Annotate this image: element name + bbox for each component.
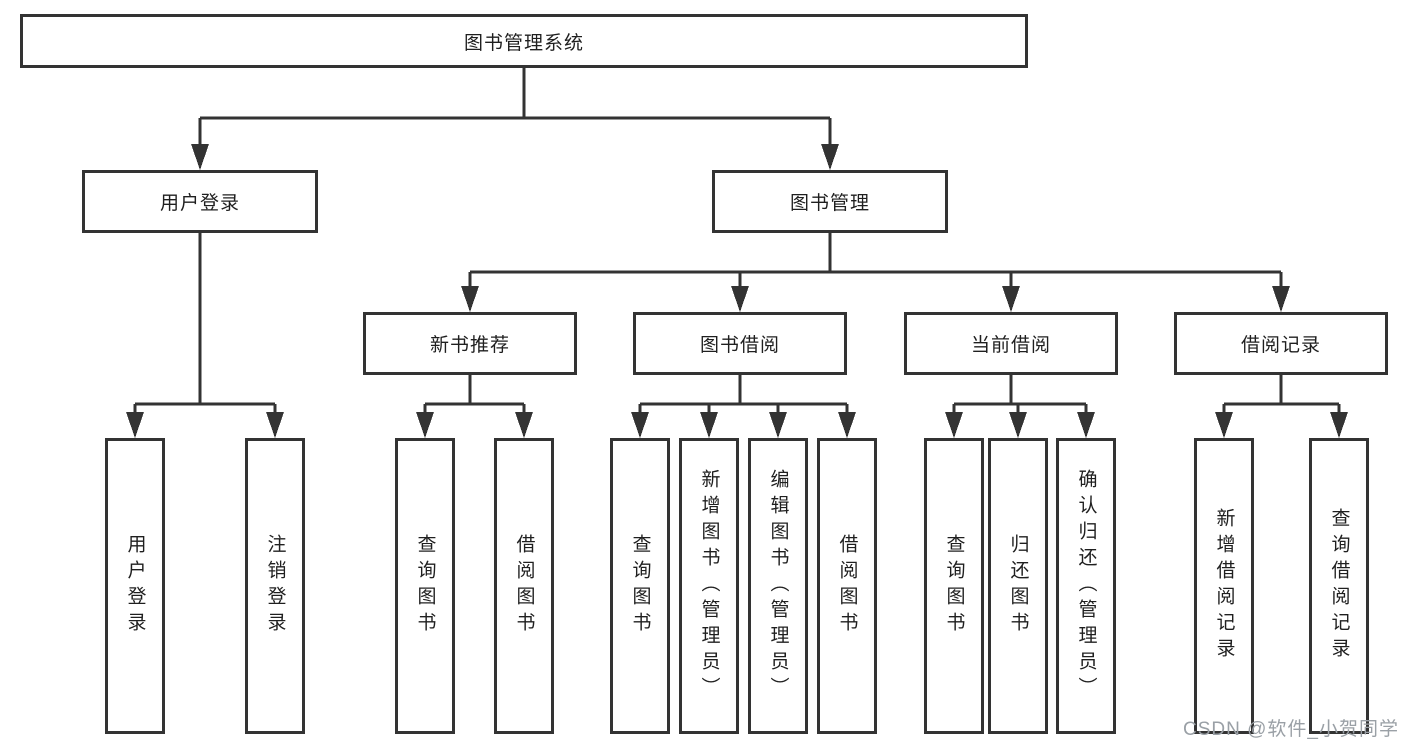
connector-book-mgmt-to-level3	[461, 233, 1290, 312]
leaf-label: 确认归还（管理员）	[1075, 469, 1097, 703]
node-label: 用户登录	[159, 193, 240, 214]
connector-new-book-group	[416, 375, 533, 438]
leaf-nb-borrow-books: 借阅图书	[494, 438, 554, 734]
connector-current-borrow-group	[945, 375, 1095, 438]
leaf-user-login: 用户登录	[105, 438, 165, 734]
arrow-down-icon	[191, 144, 209, 170]
arrow-down-icon	[1009, 412, 1027, 438]
node-label: 图书借阅	[699, 335, 780, 356]
node-book-management: 图书管理	[712, 170, 948, 233]
arrow-down-icon	[631, 412, 649, 438]
leaf-cb-query-books: 查询图书	[924, 438, 984, 734]
node-user-login: 用户登录	[82, 170, 318, 233]
arrow-down-icon	[126, 412, 144, 438]
leaf-label: 查询图书	[414, 534, 436, 638]
connector-borrow-records-group	[1215, 375, 1348, 438]
leaf-nb-query-books: 查询图书	[395, 438, 455, 734]
node-label: 新书推荐	[429, 335, 510, 356]
node-book-borrow: 图书借阅	[633, 312, 847, 375]
leaf-label: 归还图书	[1007, 534, 1029, 638]
leaf-cb-confirm-return-admin: 确认归还（管理员）	[1056, 438, 1116, 734]
node-root-system: 图书管理系统	[20, 14, 1028, 68]
node-current-borrow: 当前借阅	[904, 312, 1118, 375]
leaf-label: 借阅图书	[513, 534, 535, 638]
arrow-down-icon	[1077, 412, 1095, 438]
arrow-down-icon	[731, 286, 749, 312]
arrow-down-icon	[515, 412, 533, 438]
node-label: 图书管理系统	[463, 32, 584, 54]
arrow-down-icon	[266, 412, 284, 438]
leaf-label: 查询图书	[943, 534, 965, 638]
node-borrow-records: 借阅记录	[1174, 312, 1388, 375]
leaf-label: 新增借阅记录	[1213, 508, 1235, 664]
watermark: CSDN @软件_小贺同学	[1183, 719, 1399, 740]
arrow-down-icon	[769, 412, 787, 438]
arrow-down-icon	[1272, 286, 1290, 312]
leaf-logout: 注销登录	[245, 438, 305, 734]
leaf-label: 查询图书	[629, 534, 651, 638]
arrow-down-icon	[1330, 412, 1348, 438]
arrow-down-icon	[1002, 286, 1020, 312]
leaf-label: 注销登录	[264, 534, 286, 638]
leaf-bb-edit-books-admin: 编辑图书（管理员）	[748, 438, 808, 734]
node-label: 借阅记录	[1240, 335, 1321, 356]
leaf-label: 借阅图书	[836, 534, 858, 638]
arrow-down-icon	[416, 412, 434, 438]
leaf-cb-return-books: 归还图书	[988, 438, 1048, 734]
leaf-label: 新增图书（管理员）	[698, 469, 720, 703]
leaf-label: 用户登录	[124, 534, 146, 638]
node-label: 当前借阅	[970, 335, 1051, 356]
arrow-down-icon	[1215, 412, 1233, 438]
connector-root-to-level2	[191, 68, 839, 170]
connector-book-borrow-group	[631, 375, 856, 438]
arrow-down-icon	[945, 412, 963, 438]
leaf-br-query-record: 查询借阅记录	[1309, 438, 1369, 734]
arrow-down-icon	[821, 144, 839, 170]
node-label: 图书管理	[789, 193, 870, 214]
leaf-label: 查询借阅记录	[1328, 508, 1350, 664]
node-new-book-recommend: 新书推荐	[363, 312, 577, 375]
leaf-bb-add-books-admin: 新增图书（管理员）	[679, 438, 739, 734]
arrow-down-icon	[838, 412, 856, 438]
leaf-bb-borrow-books: 借阅图书	[817, 438, 877, 734]
arrow-down-icon	[461, 286, 479, 312]
arrow-down-icon	[700, 412, 718, 438]
connector-user-login-group	[126, 233, 284, 438]
leaf-br-add-record: 新增借阅记录	[1194, 438, 1254, 734]
leaf-bb-query-books: 查询图书	[610, 438, 670, 734]
leaf-label: 编辑图书（管理员）	[767, 469, 789, 703]
